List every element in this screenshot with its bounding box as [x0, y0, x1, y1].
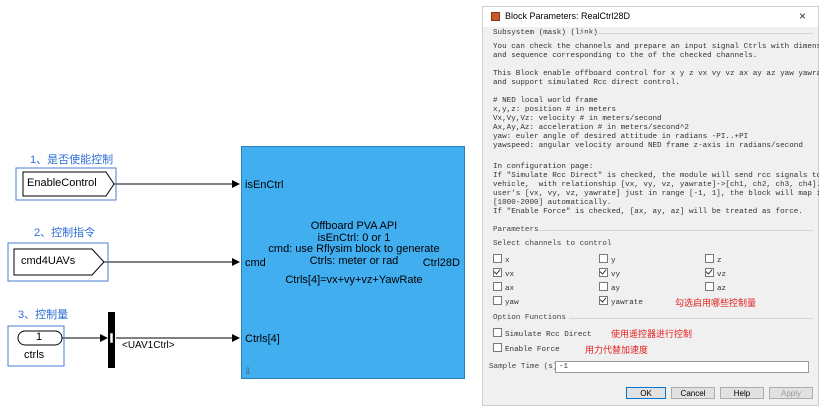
channel-vy[interactable]: vy: [599, 268, 620, 279]
checkbox-icon[interactable]: [705, 254, 714, 263]
block-parameters-dialog: Block Parameters: RealCtrl28D × Subsyste…: [482, 6, 819, 406]
option-simulate-rcc[interactable]: Simulate Rcc Direct: [493, 328, 592, 339]
channel-y[interactable]: y: [599, 254, 616, 265]
checkbox-icon[interactable]: [493, 328, 502, 337]
dialog-titlebar: Block Parameters: RealCtrl28D ×: [483, 7, 818, 27]
close-icon[interactable]: ×: [799, 9, 807, 23]
checkbox-icon[interactable]: [493, 282, 502, 291]
select-channels-label: Select channels to control: [493, 240, 612, 248]
checkbox-icon[interactable]: [599, 282, 608, 291]
option-functions-label: Option Functions: [493, 314, 566, 322]
ctrls-inport-number[interactable]: 1: [36, 331, 43, 343]
channel-label: ax: [505, 285, 515, 293]
checkbox-icon[interactable]: [705, 282, 714, 291]
port-ctrls[interactable]: Ctrls[4]: [245, 333, 280, 345]
ctrls-inport-label: ctrls: [24, 349, 45, 361]
divider-top: [581, 33, 813, 34]
checkbox-icon[interactable]: [493, 254, 502, 263]
divider-options: [569, 318, 813, 319]
help-button[interactable]: Help: [720, 387, 764, 399]
description-3: # NED local world frame x,y,z: position …: [493, 97, 803, 150]
option-label: Simulate Rcc Direct: [505, 331, 592, 339]
channel-ay[interactable]: ay: [599, 282, 620, 293]
ctrl28d-block[interactable]: isEnCtrl cmd Ctrls[4] Offboard PVA API i…: [241, 146, 465, 379]
divider-params: [539, 230, 813, 231]
note-rcc: 使用遥控器进行控制: [611, 330, 693, 340]
port-cmd[interactable]: cmd: [245, 257, 266, 269]
checkbox-icon[interactable]: [493, 296, 502, 305]
block-line-1: Offboard PVA API: [310, 220, 398, 232]
parameters-section-label: Parameters: [493, 226, 539, 234]
annotation-command: 2、控制指令: [34, 227, 96, 239]
annotation-enable: 1、是否使能控制: [30, 154, 114, 166]
sample-time-value: -1: [559, 363, 569, 371]
channel-label: z: [717, 257, 722, 265]
note-force: 用力代替加速度: [585, 346, 649, 356]
channel-label: ay: [611, 285, 621, 293]
enable-control-block[interactable]: EnableControl: [27, 177, 97, 189]
channel-az[interactable]: az: [705, 282, 726, 293]
channel-label: x: [505, 257, 510, 265]
block-line-5: Ctrls[4]=vx+vy+vz+YawRate: [285, 274, 423, 286]
channel-ax[interactable]: ax: [493, 282, 514, 293]
diagram-wires: [7, 167, 240, 368]
link-icon: ⇩: [244, 366, 252, 376]
channel-label: vx: [505, 271, 515, 279]
channel-label: vz: [717, 271, 727, 279]
cmd4uavs-block[interactable]: cmd4UAVs: [21, 255, 76, 267]
sample-time-label: Sample Time (s): [489, 363, 558, 371]
option-label: Enable Force: [505, 346, 560, 354]
simulink-icon: [491, 12, 500, 21]
block-line-3: cmd: use Rflysim block to generate: [268, 243, 440, 255]
block-name: Ctrl28D: [422, 257, 460, 269]
checkbox-icon[interactable]: [599, 254, 608, 263]
checkbox-checked-icon[interactable]: [599, 268, 608, 277]
annotation-controls: 3、控制量: [18, 309, 69, 321]
description-1: You can check the channels and prepare a…: [493, 43, 819, 60]
channel-label: vy: [611, 271, 621, 279]
channel-label: yaw: [505, 299, 519, 307]
channel-vx[interactable]: vx: [493, 268, 514, 279]
channel-label: az: [717, 285, 727, 293]
checkbox-checked-icon[interactable]: [493, 268, 502, 277]
channel-yaw[interactable]: yaw: [493, 296, 519, 307]
channel-yawrate[interactable]: yawrate: [599, 296, 643, 307]
checkbox-checked-icon[interactable]: [599, 296, 608, 305]
port-isenctrl[interactable]: isEnCtrl: [245, 179, 284, 191]
description-4: In configuration page: If "Simulate Rcc …: [493, 163, 819, 216]
ok-button[interactable]: OK: [626, 387, 666, 399]
bus-signal-label: <UAV1Ctrl>: [122, 340, 175, 351]
channel-x[interactable]: x: [493, 254, 510, 265]
note-channels: 勾选启用哪些控制量: [675, 299, 757, 309]
dialog-title: Block Parameters: RealCtrl28D: [505, 11, 631, 21]
block-line-4: Ctrls: meter or rad: [309, 254, 399, 267]
block-description: Offboard PVA API isEnCtrl: 0 or 1 cmd: u…: [242, 220, 466, 287]
channel-label: yawrate: [611, 299, 643, 307]
checkbox-checked-icon[interactable]: [705, 268, 714, 277]
option-enable-force[interactable]: Enable Force: [493, 343, 560, 354]
description-2: This Block enable offboard control for x…: [493, 70, 819, 87]
apply-button[interactable]: Apply: [769, 387, 813, 399]
block-line-2: isEnCtrl: 0 or 1: [317, 231, 391, 244]
channel-label: y: [611, 257, 616, 265]
cancel-button[interactable]: Cancel: [671, 387, 715, 399]
channel-vz[interactable]: vz: [705, 268, 726, 279]
sample-time-input[interactable]: -1: [555, 361, 809, 373]
checkbox-icon[interactable]: [493, 343, 502, 352]
channel-z[interactable]: z: [705, 254, 722, 265]
